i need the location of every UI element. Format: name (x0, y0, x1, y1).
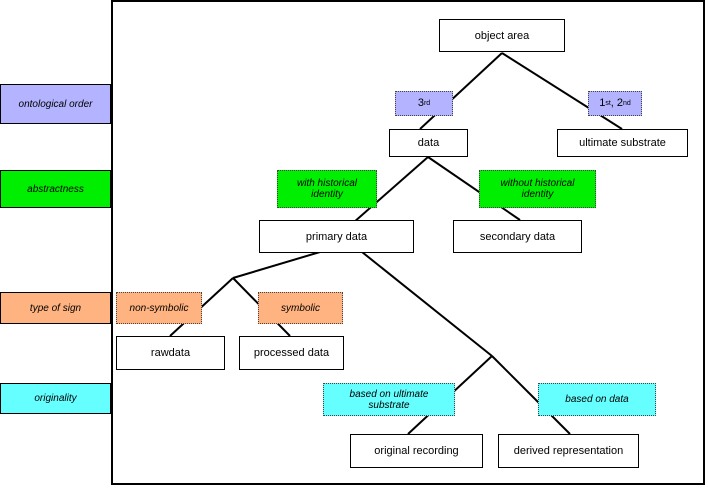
edge-primary-junction2 (361, 251, 493, 357)
edge-objectarea-data (419, 52, 503, 130)
tag-third-base: 3 (417, 97, 424, 109)
diagram-frame (111, 0, 705, 485)
tag-based-on-ultimate-substrate: based on ultimate substrate (323, 383, 455, 416)
tag-based-on-data: based on data (538, 383, 656, 416)
node-object-area: object area (439, 19, 565, 52)
side-label-abstractness: abstractness (0, 170, 111, 208)
tag-first-sep: , 2 (610, 97, 623, 109)
node-ultimate-substrate: ultimate substrate (557, 129, 688, 157)
node-primary-data: primary data (259, 220, 414, 253)
node-original-recording: original recording (350, 434, 483, 468)
edge-primary-junction (232, 251, 321, 279)
edge-data-secondary (427, 156, 521, 221)
node-processed-data: processed data (239, 336, 344, 370)
tag-with-historical-identity: with historical identity (277, 170, 377, 208)
side-label-type-of-sign: type of sign (0, 292, 111, 324)
node-secondary-data: secondary data (453, 220, 582, 253)
node-derived-representation: derived representation (498, 434, 639, 468)
tag-without-historical-identity: without historical identity (479, 170, 596, 208)
node-data: data (389, 129, 468, 157)
tag-non-symbolic: non-symbolic (116, 292, 202, 324)
side-label-ontological-order: ontological order (0, 84, 111, 124)
node-rawdata: rawdata (116, 336, 225, 370)
tag-first-base: 1 (599, 97, 606, 109)
edge-junction2-derived (491, 355, 571, 435)
side-label-originality: originality (0, 383, 111, 414)
edge-objectarea-substrate (501, 52, 623, 130)
tag-symbolic: symbolic (258, 292, 343, 324)
